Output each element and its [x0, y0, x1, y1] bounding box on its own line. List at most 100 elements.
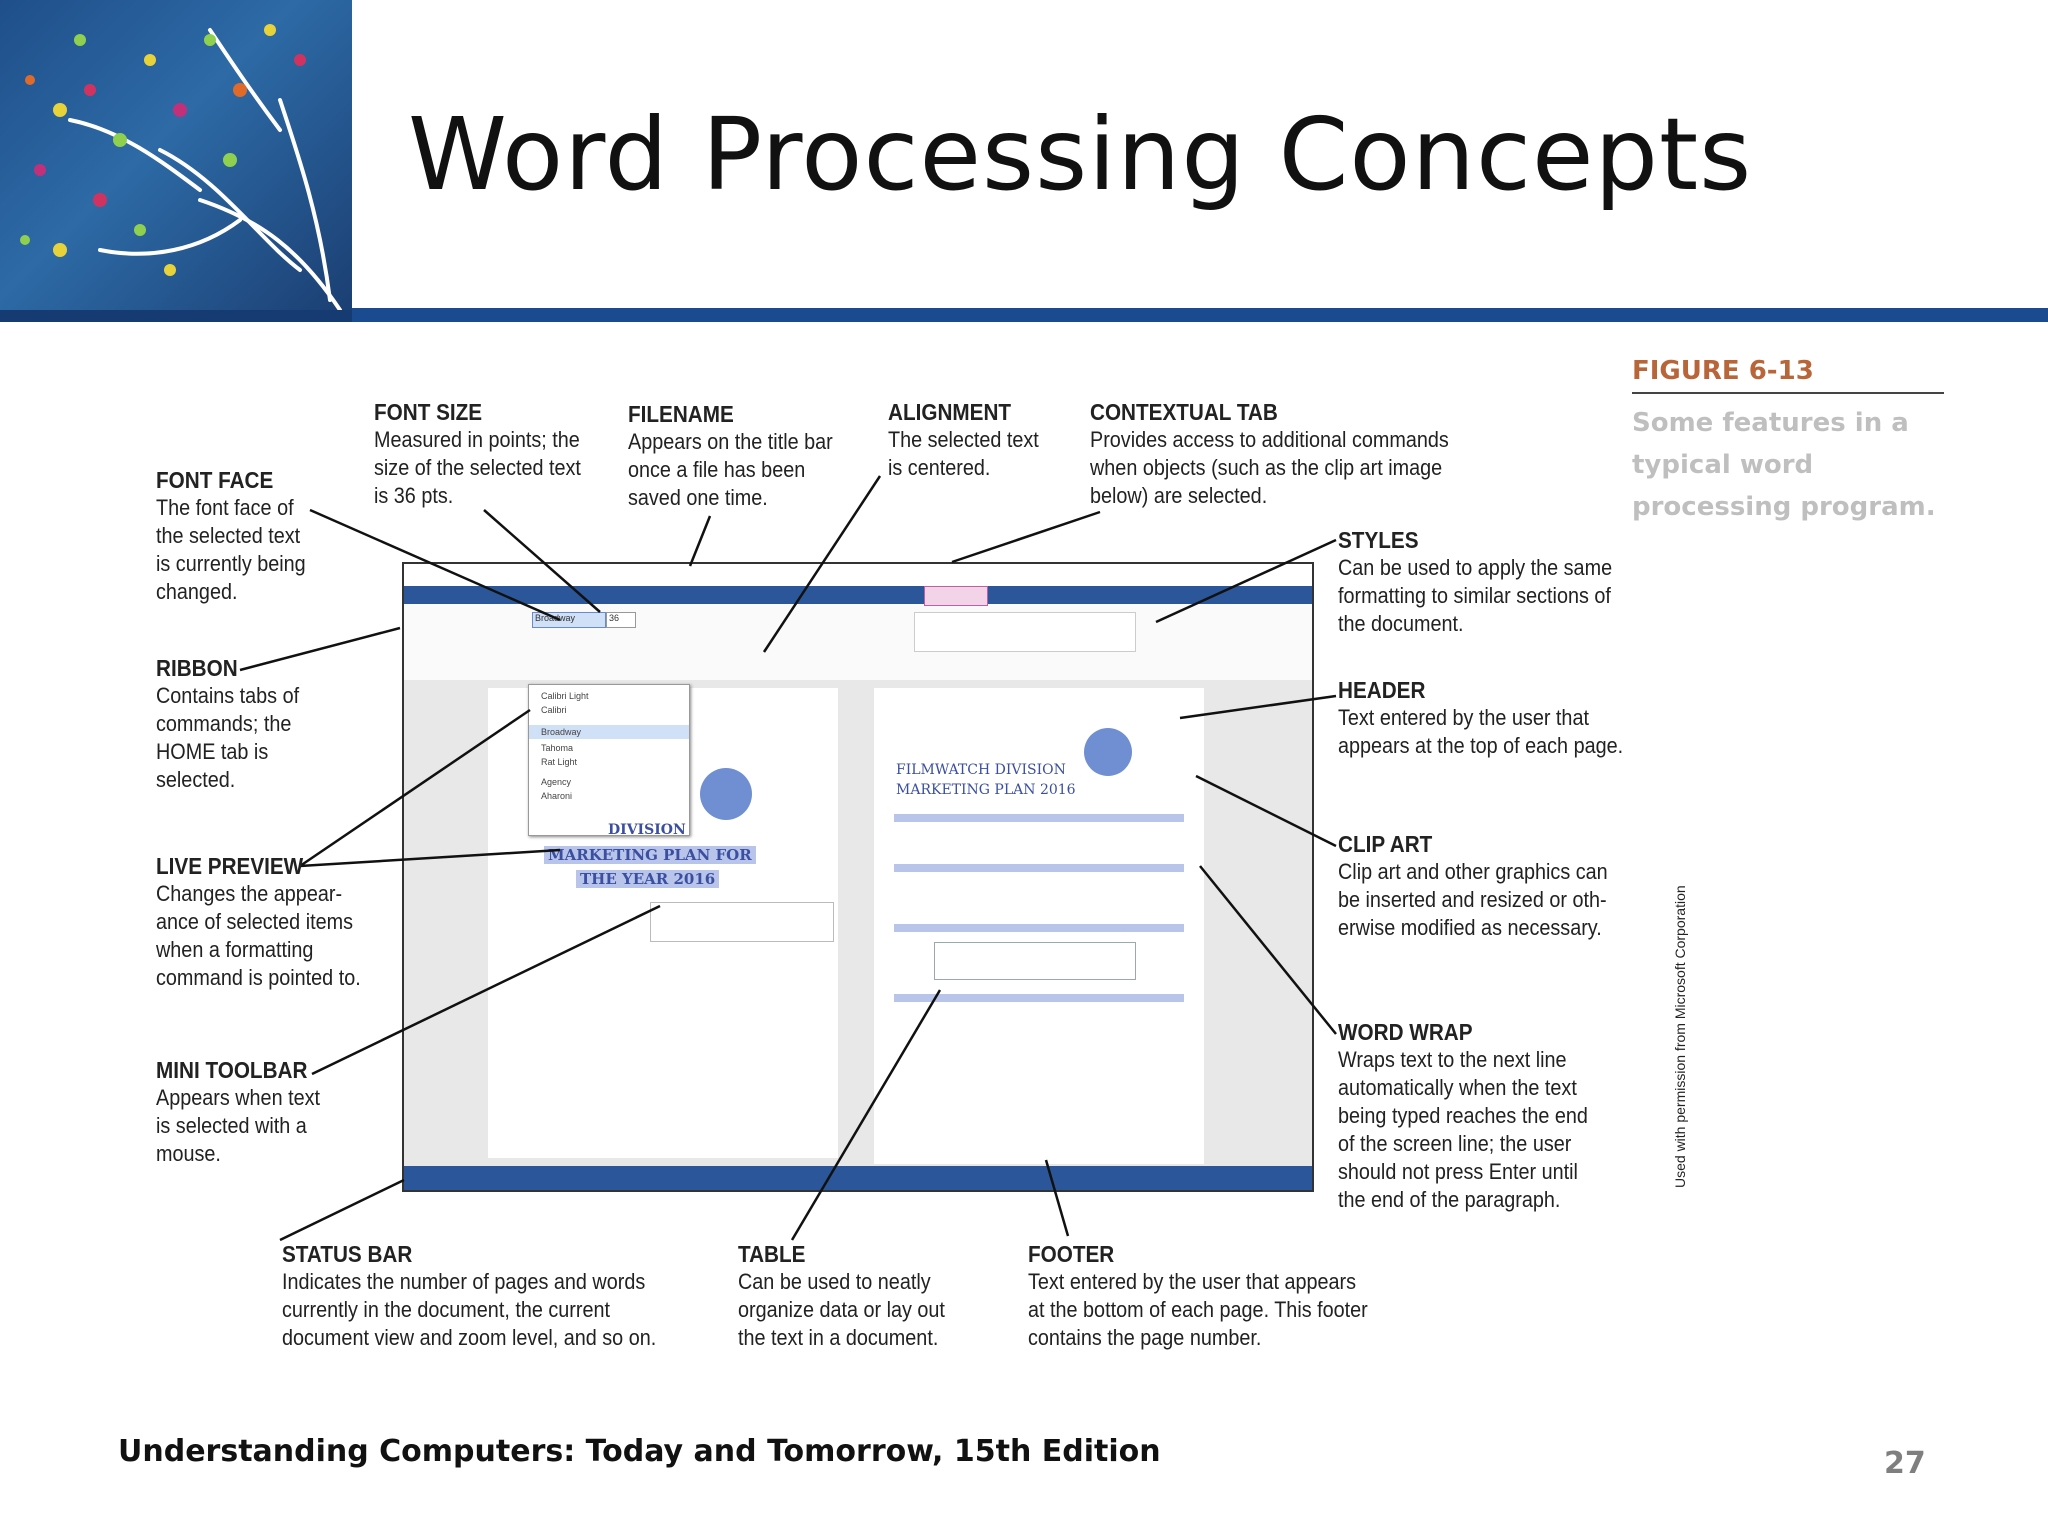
font-option: Rat Light [541, 757, 578, 767]
callout-text: The font face of [156, 495, 294, 520]
callout-text: changed. [156, 579, 238, 604]
callout-status-bar: STATUS BAR Indicates the number of pages… [282, 1240, 698, 1352]
styles-gallery [914, 612, 1136, 652]
callout-text: ance of selected items [156, 909, 354, 934]
cover-title-line2: MARKETING PLAN FOR [544, 846, 756, 864]
font-option: Agency [541, 777, 572, 787]
header-clipart [1084, 728, 1132, 776]
font-option: Tahoma [541, 743, 574, 753]
tree-banner-image [0, 0, 352, 310]
callout-text: the document. [1338, 611, 1464, 636]
callout-text: Wraps text to the next line [1338, 1047, 1567, 1072]
callout-title: WORD WRAP [1338, 1019, 1473, 1045]
callout-ribbon: RIBBON Contains tabs of commands; the HO… [156, 654, 315, 794]
title-rule [352, 308, 2048, 322]
callout-text: being typed reaches the end [1338, 1103, 1588, 1128]
callout-text: The selected text [888, 427, 1039, 452]
section-bar [894, 864, 1184, 872]
figure-caption: Some features in a typical word processi… [1632, 408, 1936, 522]
callout-title: STYLES [1338, 527, 1419, 553]
font-option-highlighted: Broadway [529, 725, 689, 739]
callout-title: TABLE [738, 1241, 806, 1267]
font-size-box: 36 [606, 612, 636, 628]
callout-text: Appears on the title bar [628, 429, 833, 454]
callout-text: Appears when text [156, 1085, 321, 1110]
font-face-box: Broadway [532, 612, 606, 628]
banner-rule-dark [0, 310, 352, 322]
callout-text: automatically when the text [1338, 1075, 1577, 1100]
figure-caption-block: FIGURE 6-13 Some features in a typical w… [1632, 356, 1947, 528]
callout-text: should not press Enter until [1338, 1159, 1578, 1184]
font-option: Calibri Light [541, 691, 589, 701]
cover-title-line3: THE YEAR 2016 [576, 870, 720, 888]
callout-text: saved one time. [628, 485, 768, 510]
callout-text: formatting to similar sections of [1338, 583, 1611, 608]
callout-font-size: FONT SIZE Measured in points; the size o… [374, 398, 604, 510]
callout-title: CLIP ART [1338, 831, 1433, 857]
callout-text: HOME tab is [156, 739, 269, 764]
callout-text: below) are selected. [1090, 483, 1268, 508]
status-bar [404, 1166, 1312, 1190]
callout-text: is centered. [888, 455, 991, 480]
callout-contextual-tab: CONTEXTUAL TAB Provides access to additi… [1090, 398, 1489, 510]
callout-text: is selected with a [156, 1113, 307, 1138]
section-bar [894, 994, 1184, 1002]
callout-filename: FILENAME Appears on the title bar once a… [628, 400, 855, 512]
callout-title: FILENAME [628, 401, 734, 427]
doc-heading1: FILMWATCH DIVISION [896, 762, 1066, 778]
tree-illustration [20, 24, 342, 310]
font-option: Calibri [541, 705, 567, 715]
cover-page: Calibri Light Calibri Broadway Tahoma Ra… [488, 684, 838, 1158]
callout-title: RIBBON [156, 655, 238, 681]
callout-text: Can be used to neatly [738, 1269, 931, 1294]
callout-text: when objects (such as the clip art image [1090, 455, 1443, 480]
callout-title: FOOTER [1028, 1241, 1115, 1267]
callout-text: currently in the document, the current [282, 1297, 610, 1322]
data-table [934, 942, 1136, 980]
callout-text: organize data or lay out [738, 1297, 945, 1322]
document-area: Calibri Light Calibri Broadway Tahoma Ra… [404, 680, 1312, 1166]
callout-text: be inserted and resized or oth- [1338, 887, 1607, 912]
cover-title-line1: DIVISION [608, 822, 686, 838]
callout-header: HEADER Text entered by the user that app… [1338, 676, 1655, 760]
font-dropdown: Calibri Light Calibri Broadway Tahoma Ra… [528, 684, 690, 836]
callout-mini-toolbar: MINI TOOLBAR Appears when text is select… [156, 1056, 338, 1168]
callout-text: of the screen line; the user [1338, 1131, 1572, 1156]
ribbon: Broadway 36 [404, 586, 1312, 681]
figure-number: FIGURE 6-13 [1632, 356, 1944, 394]
section-bar [894, 814, 1184, 822]
callout-title: FONT FACE [156, 467, 274, 493]
callout-text: command is pointed to. [156, 965, 361, 990]
mini-toolbar [650, 902, 834, 942]
callout-text: mouse. [156, 1141, 221, 1166]
film-reel-clipart [700, 768, 752, 820]
callout-alignment: ALIGNMENT The selected text is centered. [888, 398, 1056, 482]
callout-word-wrap: WORD WRAP Wraps text to the next line au… [1338, 1018, 1616, 1214]
callout-text: Can be used to apply the same [1338, 555, 1613, 580]
callout-text: once a file has been [628, 457, 806, 482]
font-option: Aharoni [541, 791, 573, 801]
callout-title: MINI TOOLBAR [156, 1057, 308, 1083]
callout-footer: FOOTER Text entered by the user that app… [1028, 1240, 1406, 1352]
callout-text: Text entered by the user that [1338, 705, 1589, 730]
callout-text: Provides access to additional commands [1090, 427, 1449, 452]
callout-text: Contains tabs of [156, 683, 300, 708]
callout-text: is currently being [156, 551, 306, 576]
contextual-tab [924, 586, 988, 606]
callout-text: Clip art and other graphics can [1338, 859, 1608, 884]
callout-text: at the bottom of each page. This footer [1028, 1297, 1368, 1322]
callout-title: STATUS BAR [282, 1241, 413, 1267]
callout-text: Text entered by the user that appears [1028, 1269, 1357, 1294]
callout-styles: STYLES Can be used to apply the same for… [1338, 526, 1643, 638]
ribbon-tabs [404, 586, 1312, 604]
callout-text: the end of the paragraph. [1338, 1187, 1561, 1212]
callout-clip-art: CLIP ART Clip art and other graphics can… [1338, 830, 1638, 942]
callout-text: appears at the top of each page. [1338, 733, 1624, 758]
slide-title: Word Processing Concepts [408, 96, 1753, 213]
plan-page: FILMWATCH DIVISION MARKETING PLAN 2016 [874, 688, 1204, 1164]
callout-table: TABLE Can be used to neatly organize dat… [738, 1240, 968, 1352]
callout-title: CONTEXTUAL TAB [1090, 399, 1278, 425]
image-credit: Used with permission from Microsoft Corp… [1672, 885, 1688, 1188]
section-bar [894, 924, 1184, 932]
callout-text: selected. [156, 767, 236, 792]
